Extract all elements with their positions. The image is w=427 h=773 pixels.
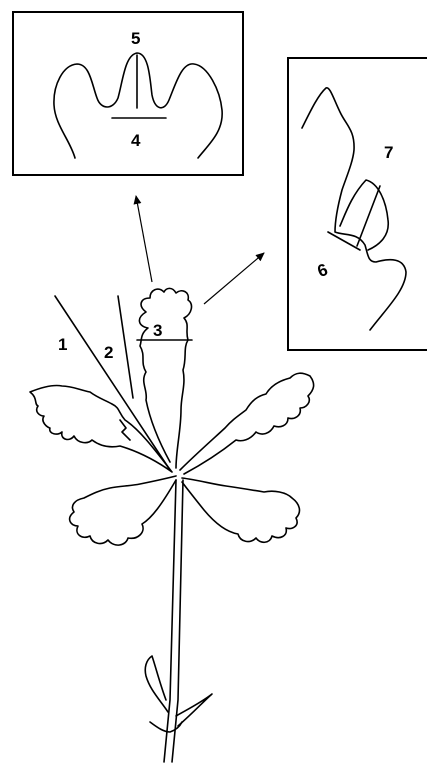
lobe-inner-tooth	[340, 180, 388, 250]
lobe-outline	[302, 88, 406, 330]
petiole	[164, 480, 176, 762]
inset-apex-frame	[13, 12, 243, 175]
stipule-sheath	[150, 722, 182, 732]
arrow-to-apex-inset	[136, 196, 152, 282]
right-lower-segment	[182, 478, 299, 542]
measure-line-2	[118, 296, 133, 398]
label-5: 5	[131, 29, 140, 48]
lobe-length-line	[357, 186, 380, 246]
stipule-left	[145, 656, 168, 712]
stipule-right	[176, 694, 212, 726]
label-4: 4	[131, 131, 141, 150]
inset-apex-detail: 5 4	[13, 12, 243, 175]
label-3: 3	[153, 321, 162, 340]
right-upper-segment	[180, 373, 314, 474]
inset-lobe-frame	[288, 58, 427, 350]
label-2: 2	[104, 343, 113, 362]
left-upper-segment	[30, 385, 172, 472]
label-7: 7	[384, 143, 393, 162]
left-lower-segment	[70, 476, 176, 545]
central-leaf-segment: 3	[137, 288, 192, 468]
label-6: 6	[315, 260, 330, 281]
label-1: 1	[58, 335, 67, 354]
inset-lobe-detail: 7 6	[288, 58, 427, 350]
arrow-to-lobe-inset	[204, 253, 264, 304]
petiole-right-edge	[172, 480, 183, 762]
